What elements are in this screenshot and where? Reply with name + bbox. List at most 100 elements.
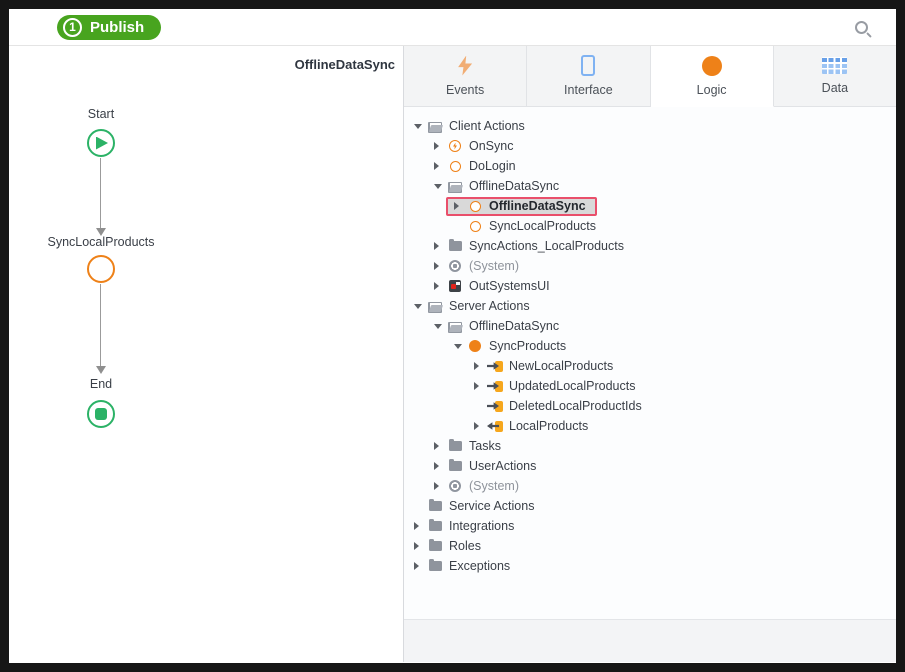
tree-item-service-actions[interactable]: Service Actions [404,496,896,516]
tab-interface[interactable]: Interface [527,46,651,107]
tree-item-label: SyncActions_LocalProducts [469,239,624,253]
tree-item-label: OfflineDataSync [469,319,560,333]
tree-item-label: UserActions [469,459,537,473]
tree-item-offlinedatasync[interactable]: OfflineDataSync [404,316,896,336]
chevron-right-icon[interactable] [474,362,487,370]
output-parameter-icon [487,419,503,433]
tree-item-updatedlocalproducts[interactable]: UpdatedLocalProducts [404,376,896,396]
circle-icon [701,55,722,76]
tree-item-label: Client Actions [449,119,525,133]
chevron-right-icon[interactable] [434,462,447,470]
tree-item-server-actions[interactable]: Server Actions [404,296,896,316]
tree-item-dologin[interactable]: DoLogin [404,156,896,176]
panel-tabs: Events Interface Logic Data [404,46,896,107]
chevron-right-icon[interactable] [474,382,487,390]
tree-item-label: OfflineDataSync [489,199,586,213]
tree-item-label: (System) [469,259,519,273]
tree-item-useractions[interactable]: UserActions [404,456,896,476]
folder-closed-icon [447,439,463,453]
tab-logic[interactable]: Logic [650,46,774,107]
folder-open-icon [447,179,463,193]
client-action-icon [467,219,483,233]
folder-closed-icon [447,459,463,473]
tree-item-label: OutSystemsUI [469,279,550,293]
tree-item-localproducts[interactable]: LocalProducts [404,416,896,436]
flow-canvas[interactable]: OfflineDataSync Start SyncLocalProducts … [9,46,403,662]
top-toolbar: 1 Publish [9,9,896,46]
input-parameter-icon [487,379,503,393]
chevron-down-icon[interactable] [434,323,447,329]
tree-item-label: DeletedLocalProductIds [509,399,642,413]
tree-item-label: (System) [469,479,519,493]
chevron-right-icon[interactable] [434,282,447,290]
publish-button[interactable]: 1 Publish [57,14,162,40]
tree-item-synclocalproducts[interactable]: SyncLocalProducts [404,216,896,236]
tree-item-deletedlocalproductids[interactable]: DeletedLocalProductIds [404,396,896,416]
input-parameter-icon [487,399,503,413]
chevron-right-icon[interactable] [414,562,427,570]
folder-open-icon [447,319,463,333]
tree-item-label: OfflineDataSync [469,179,560,193]
chevron-right-icon[interactable] [414,542,427,550]
tree-item-onsync[interactable]: OnSync [404,136,896,156]
tab-data[interactable]: Data [773,46,896,107]
tree-item-newlocalproducts[interactable]: NewLocalProducts [404,356,896,376]
folder-closed-icon [427,539,443,553]
chevron-right-icon[interactable] [434,262,447,270]
tree-item-label: Exceptions [449,559,511,573]
chevron-right-icon[interactable] [474,422,487,430]
chevron-down-icon[interactable] [414,303,427,309]
chevron-down-icon[interactable] [454,343,467,349]
chevron-right-icon[interactable] [434,162,447,170]
tree-item-tasks[interactable]: Tasks [404,436,896,456]
tree-item-client-actions[interactable]: Client Actions [404,116,896,136]
connector-line[interactable] [100,284,101,366]
tree-item-offlinedatasync[interactable]: OfflineDataSync [404,176,896,196]
start-node-label: Start [87,107,115,121]
tree-item-offlinedatasync[interactable]: OfflineDataSync [404,196,896,216]
flow-title: OfflineDataSync [294,57,395,72]
tree-item-label: Server Actions [449,299,530,313]
connector-arrow-icon [96,366,106,374]
tree-item-outsystemsui[interactable]: OutSystemsUI [404,276,896,296]
tree-item-label: Integrations [449,519,515,533]
chevron-right-icon[interactable] [434,442,447,450]
client-action-node[interactable] [87,255,115,283]
tree-item-label: SyncLocalProducts [489,219,597,233]
chevron-right-icon[interactable] [434,482,447,490]
folder-closed-icon [427,559,443,573]
folder-open-icon [427,119,443,133]
connector-line[interactable] [100,158,101,228]
outsystemsui-icon [447,279,463,293]
tab-events[interactable]: Events [404,46,528,107]
tree-item--system-[interactable]: (System) [404,256,896,276]
event-action-icon [447,139,463,153]
chevron-down-icon[interactable] [434,183,447,189]
tree-item-exceptions[interactable]: Exceptions [404,556,896,576]
tree-item--system-[interactable]: (System) [404,476,896,496]
folder-closed-icon [427,499,443,513]
chevron-right-icon[interactable] [454,202,467,210]
play-icon [96,136,108,150]
action-node-label: SyncLocalProducts [47,235,155,249]
tree-item-syncactions-localproducts[interactable]: SyncActions_LocalProducts [404,236,896,256]
phone-icon [581,55,596,76]
start-node[interactable] [87,129,115,157]
tree-item-roles[interactable]: Roles [404,536,896,556]
tree-item-syncproducts[interactable]: SyncProducts [404,336,896,356]
chevron-right-icon[interactable] [434,142,447,150]
chevron-down-icon[interactable] [414,123,427,129]
tree-item-label: Roles [449,539,481,553]
chevron-right-icon[interactable] [434,242,447,250]
search-icon[interactable] [855,20,868,34]
connector-arrow-icon [96,228,106,236]
end-node-label: End [89,377,113,391]
tree-item-label: DoLogin [469,159,516,173]
client-action-icon [447,159,463,173]
tree-item-integrations[interactable]: Integrations [404,516,896,536]
end-node[interactable] [87,400,115,428]
chevron-right-icon[interactable] [414,522,427,530]
tree-item-label: NewLocalProducts [509,359,614,373]
